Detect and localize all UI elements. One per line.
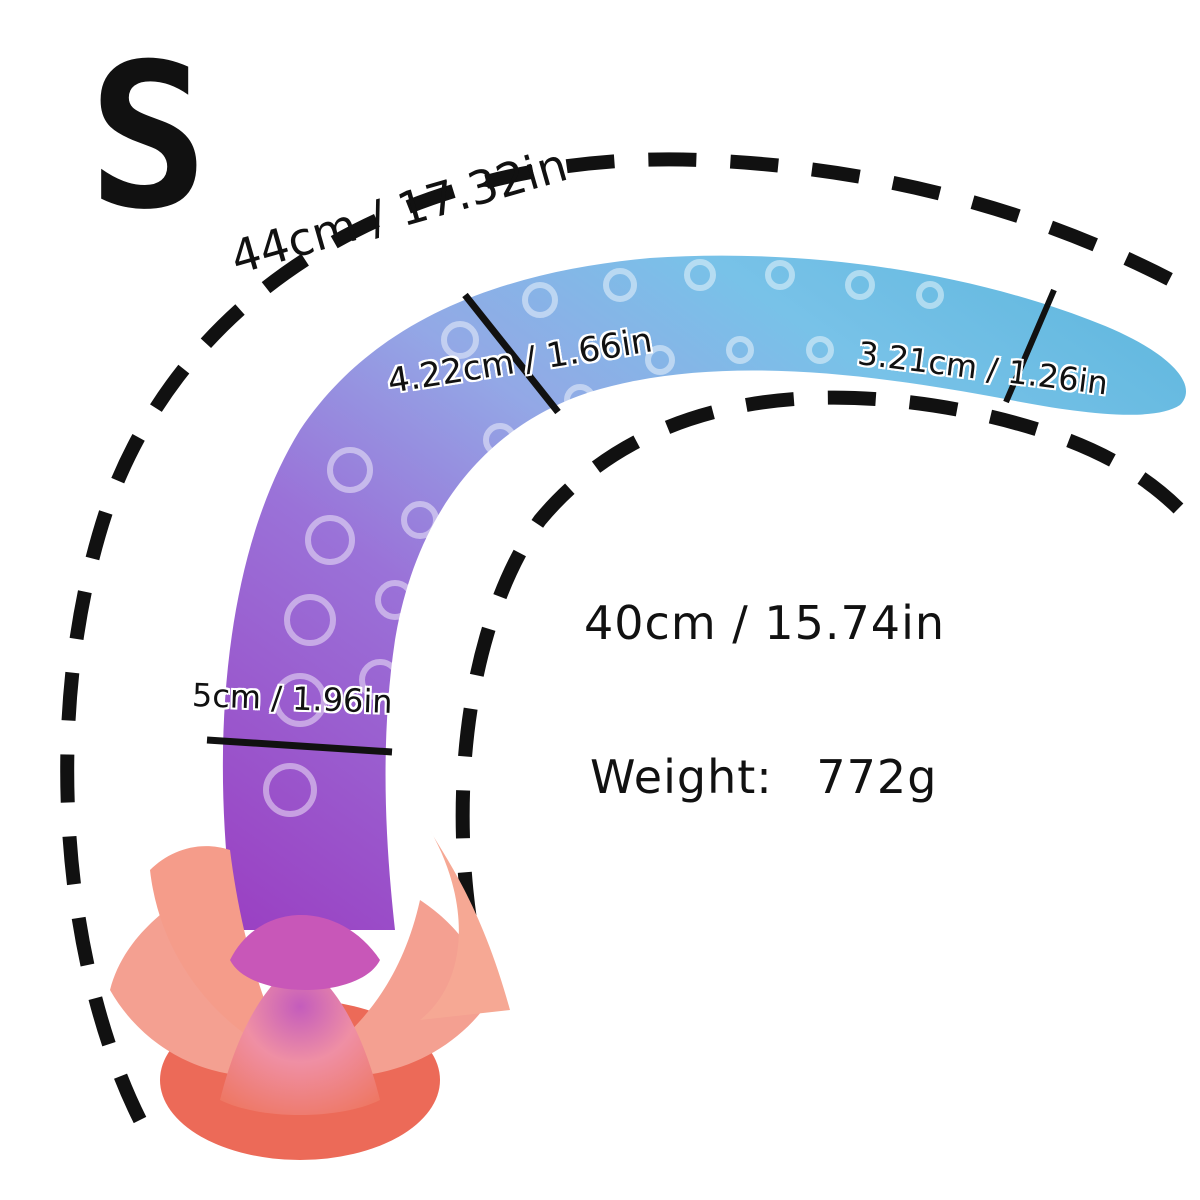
insertable-length-label: 40cm / 15.74in [584, 596, 945, 650]
octopus-base [110, 830, 510, 1160]
weight-value: 772g [816, 750, 938, 804]
weight-row: Weight: 772g [590, 750, 937, 804]
weight-label: Weight: [590, 750, 773, 804]
upper-diameter-line [462, 292, 561, 415]
tip-diameter-line [1003, 288, 1057, 404]
size-label: S [88, 21, 209, 254]
base-diameter-label: 5cm / 1.96in [191, 676, 394, 721]
suction-cups [263, 259, 944, 817]
tentacle-body [222, 255, 1186, 931]
inner-dashed-arc [455, 390, 1185, 921]
base-diameter-line [206, 736, 393, 756]
